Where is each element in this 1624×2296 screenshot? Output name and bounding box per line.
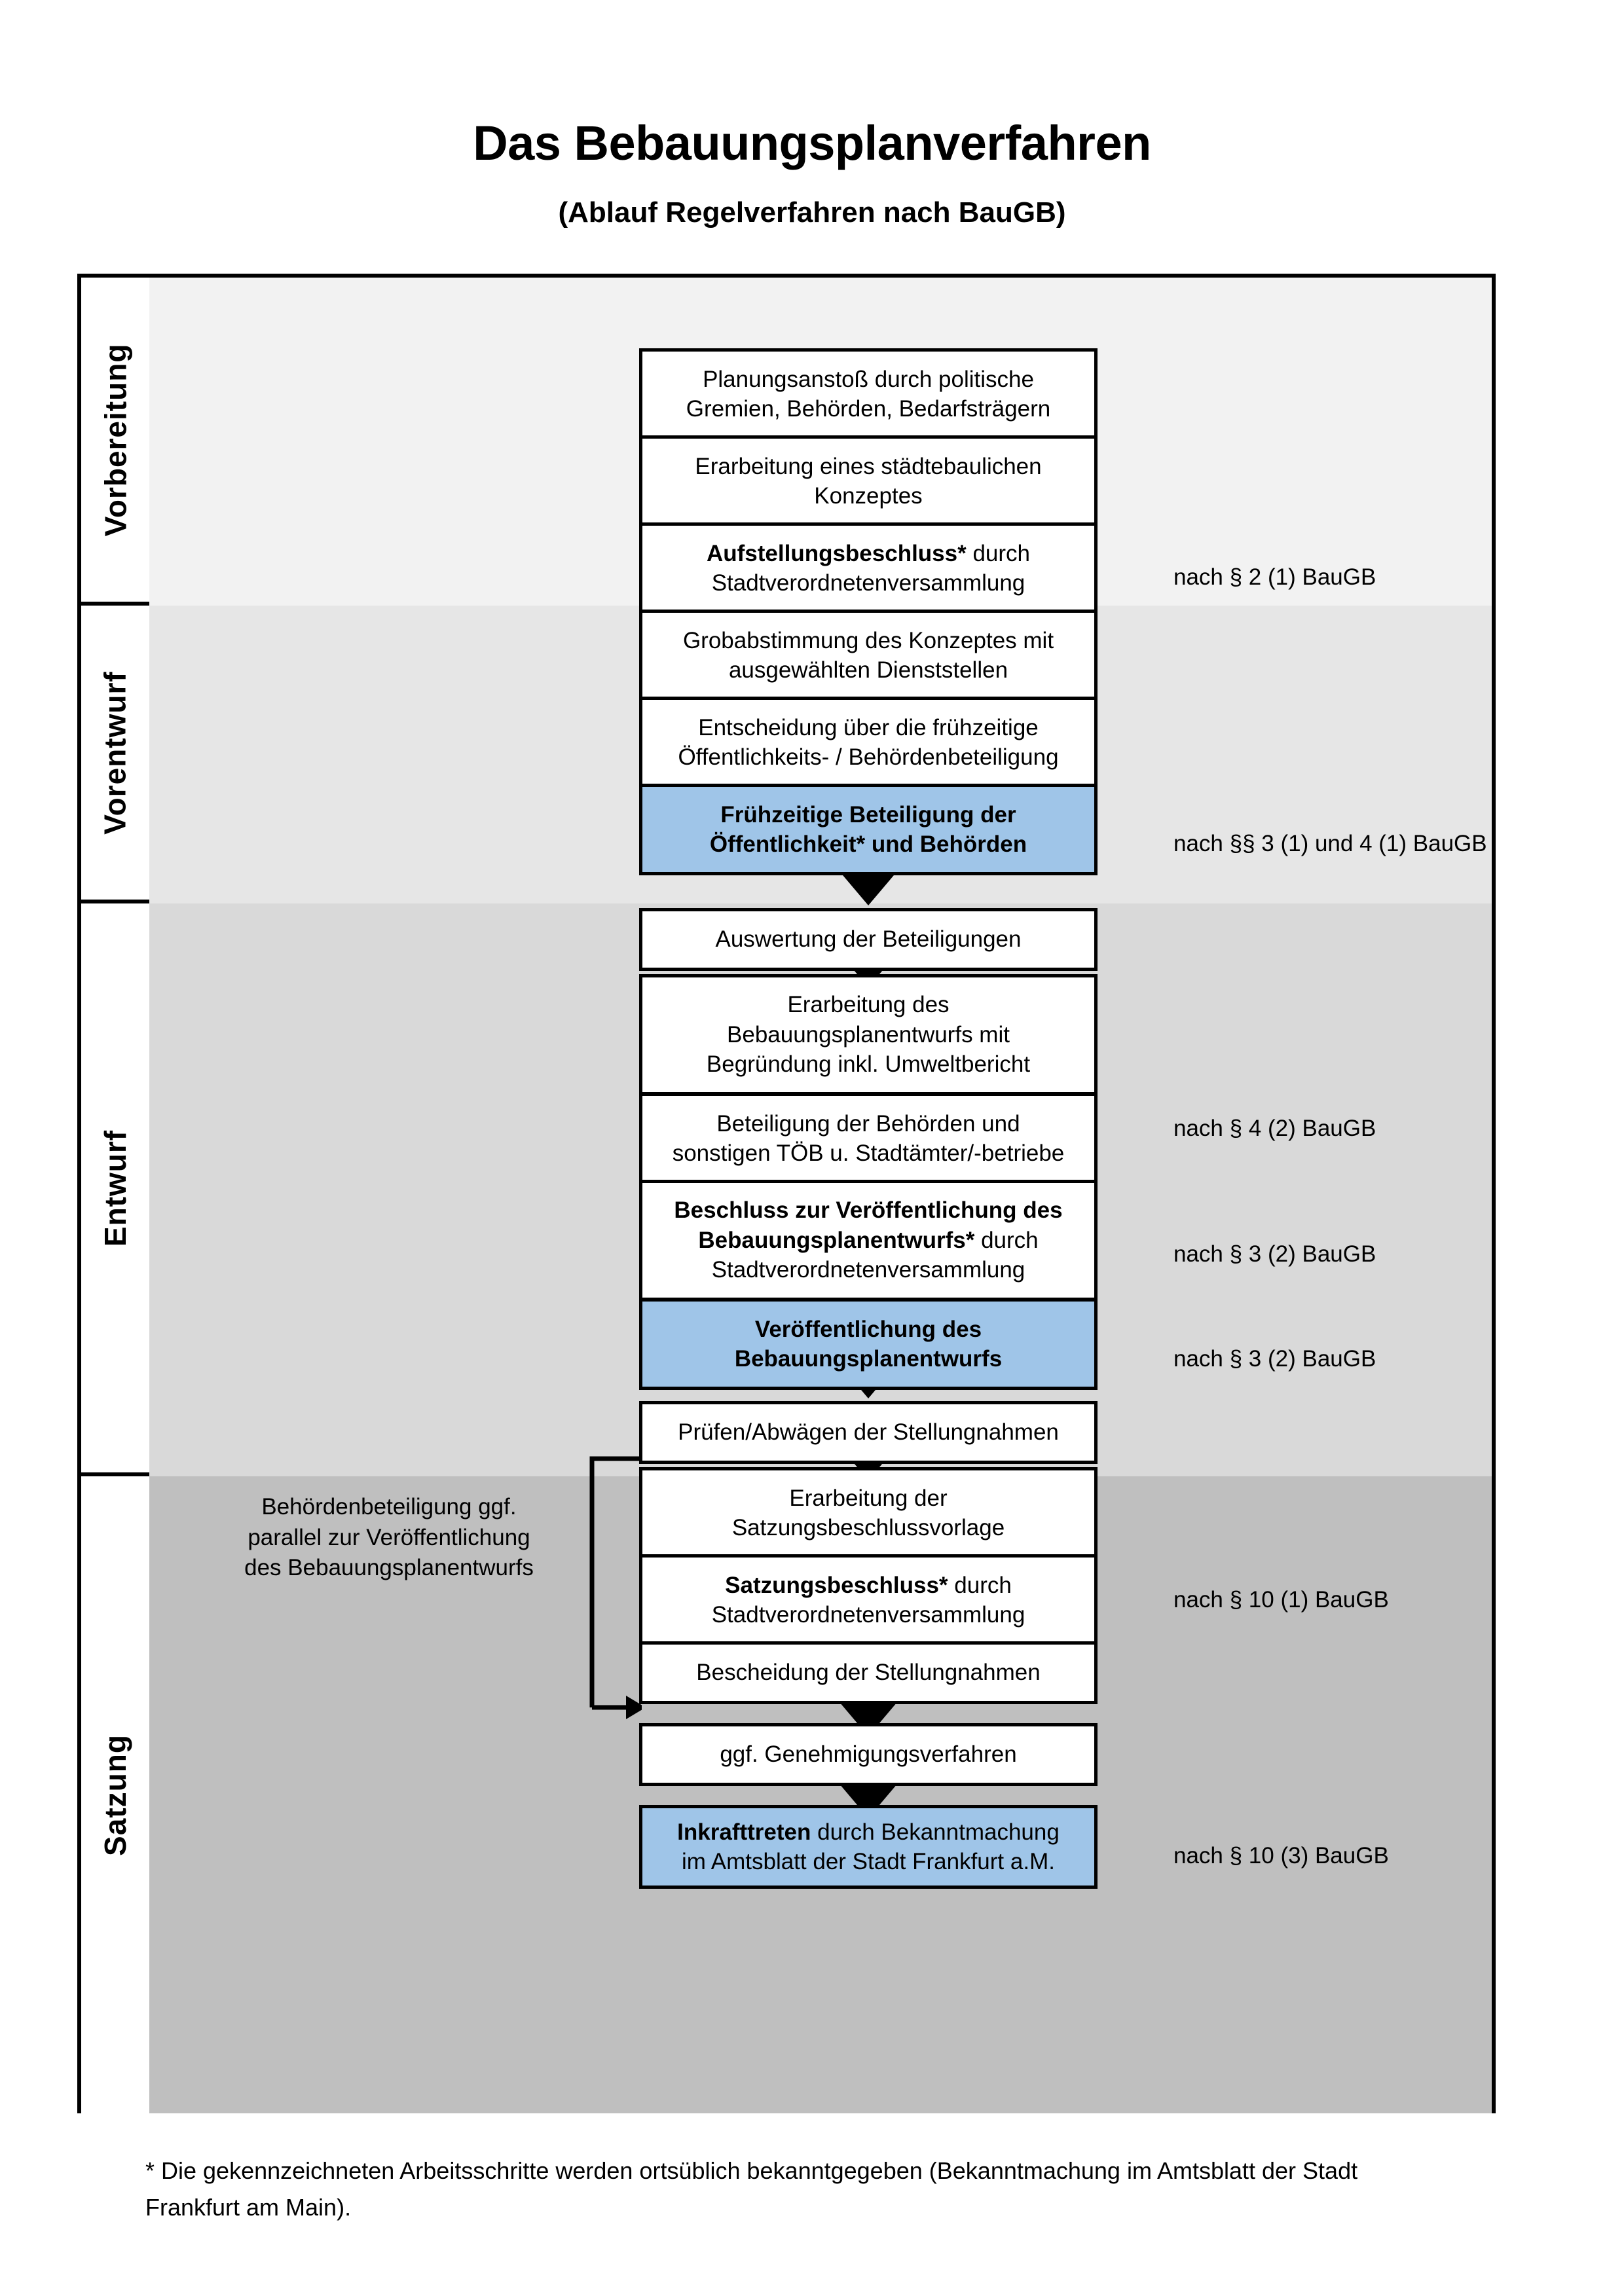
stage-label-vorbereitung: Vorbereitung [81, 278, 149, 606]
parallel-path-connector [589, 1456, 642, 1719]
stage-label-text: Entwurf [98, 1129, 133, 1247]
box-line: Frühzeitige Beteiligung der [710, 800, 1027, 830]
box-line: Bescheidung der Stellungnahmen [696, 1660, 1041, 1686]
footnote-line: Frankfurt am Main). [145, 2193, 352, 2221]
side-note-behoerdenbeteiligung: Behördenbeteiligung ggf. parallel zur Ve… [238, 1492, 540, 1584]
box-line: ggf. Genehmigungsverfahren [720, 1741, 1017, 1768]
stage-label-entwurf: Entwurf [81, 903, 149, 1476]
box-line-rest: durch [974, 1227, 1039, 1253]
process-box-genehmigungsverfahren[interactable]: ggf. Genehmigungsverfahren [639, 1723, 1098, 1786]
side-note-line: Behördenbeteiligung [261, 1494, 472, 1520]
process-box-planungsanstoss[interactable]: Planungsanstoß durch politische Gremien,… [639, 348, 1098, 440]
box-line: Begründung inkl. Umweltbericht [706, 1051, 1031, 1078]
process-box-erarbeitung-entwurf[interactable]: Erarbeitung des Bebauungsplanentwurfs mi… [639, 974, 1098, 1095]
side-note-line: Veröffentlichung des [244, 1524, 530, 1581]
box-line: ausgewählten Dienststellen [728, 657, 1008, 683]
process-box-inkrafttreten[interactable]: Inkrafttreten durch Bekanntmachung im Am… [639, 1805, 1098, 1889]
box-line: Aufstellungsbeschluss* durch [707, 539, 1030, 569]
stage-label-text: Vorbereitung [98, 343, 133, 536]
box-line: Beteiligung der Behörden und [716, 1110, 1020, 1137]
footnote: * Die gekennzeichneten Arbeitsschritte w… [145, 2153, 1494, 2226]
document-header: Das Bebauungsplanverfahren (Ablauf Regel… [0, 0, 1624, 229]
law-note-paragraph-10-1: nach § 10 (1) BauGB [1173, 1587, 1389, 1613]
stage-label-text: Satzung [98, 1734, 133, 1856]
stage-label-rail: Vorbereitung Vorentwurf Entwurf Satzung [81, 278, 149, 2113]
process-box-grobabstimmung[interactable]: Grobabstimmung des Konzeptes mit ausgewä… [639, 610, 1098, 701]
process-box-beteiligung-behoerden[interactable]: Beteiligung der Behörden und sonstigen T… [639, 1093, 1098, 1184]
box-line: Entscheidung über die frühzeitige [698, 714, 1039, 740]
box-line: Inkrafttreten durch Bekanntmachung [677, 1817, 1060, 1848]
flow-arrow-down [840, 871, 897, 905]
process-box-satzungsbeschluss[interactable]: Satzungsbeschluss* durch Stadtverordnete… [639, 1554, 1098, 1646]
box-line: Stadtverordnetenversammlung [711, 1257, 1025, 1283]
process-box-entscheidung-beteiligung[interactable]: Entscheidung über die frühzeitige Öffent… [639, 697, 1098, 788]
flowchart-frame: Vorbereitung Vorentwurf Entwurf Satzung … [77, 274, 1496, 2113]
process-box-erarbeitung-konzept[interactable]: Erarbeitung eines städtebaulichen Konzep… [639, 435, 1098, 527]
side-note-line: Bebauungsplanentwurfs [287, 1555, 534, 1581]
box-line: im Amtsblatt der Stadt Frankfurt a.M. [682, 1849, 1055, 1874]
box-line: Satzungsbeschluss* durch [712, 1571, 1025, 1601]
law-note-paragraph-4-2: nach § 4 (2) BauGB [1173, 1116, 1376, 1141]
process-box-erarbeitung-satzungsvorlage[interactable]: Erarbeitung der Satzungsbeschlussvorlage [639, 1467, 1098, 1559]
law-note-paragraph-3-2-veroeffentlichung: nach § 3 (2) BauGB [1173, 1346, 1376, 1372]
box-line: Erarbeitung eines städtebaulichen [695, 453, 1042, 479]
process-box-auswertung[interactable]: Auswertung der Beteiligungen [639, 908, 1098, 971]
page-title: Das Bebauungsplanverfahren [473, 116, 1151, 170]
box-line: Öffentlichkeits- / Behördenbeteiligung [678, 744, 1059, 770]
box-line: sonstigen TÖB u. Stadtämter/-betriebe [672, 1140, 1065, 1166]
box-line-bold: Öffentlichkeit* und Behörden [709, 831, 1027, 857]
process-box-veroeffentlichung[interactable]: Veröffentlichung des Bebauungsplanentwur… [639, 1298, 1098, 1390]
box-line: Satzungsbeschlussvorlage [731, 1515, 1005, 1540]
box-line: Grobabstimmung des Konzeptes mit [682, 627, 1054, 653]
law-note-paragraph-3-2-beschluss: nach § 3 (2) BauGB [1173, 1241, 1376, 1267]
box-line: Planungsanstoß durch politische [703, 366, 1034, 392]
page-subtitle: (Ablauf Regelverfahren nach BauGB) [558, 196, 1066, 229]
box-line: Auswertung der Beteiligungen [715, 926, 1022, 953]
box-line: Erarbeitung des [787, 992, 950, 1018]
box-line-bold: Aufstellungsbeschluss* [706, 540, 967, 566]
box-line: Bebauungsplanentwurfs* durch [674, 1226, 1062, 1256]
box-line: Stadtverordnetenversammlung [711, 1602, 1025, 1628]
box-line: Bebauungsplanentwurfs mit [727, 1021, 1010, 1048]
box-line-bold: Inkrafttreten [677, 1819, 811, 1845]
box-line: Gremien, Behörden, Bedarfsträgern [686, 396, 1051, 422]
process-box-bescheidung[interactable]: Bescheidung der Stellungnahmen [639, 1641, 1098, 1704]
footnote-line: * Die gekennzeichneten Arbeitsschritte w… [145, 2157, 1358, 2184]
law-note-paragraph-2-1: nach § 2 (1) BauGB [1173, 564, 1376, 590]
process-box-aufstellungsbeschluss[interactable]: Aufstellungsbeschluss* durch Stadtverord… [639, 522, 1098, 614]
box-line: Bebauungsplanentwurfs [735, 1344, 1002, 1374]
box-line-bold: Bebauungsplanentwurfs [734, 1346, 1003, 1372]
box-line-bold: Bebauungsplanentwurfs* [698, 1227, 975, 1253]
box-line: Stadtverordnetenversammlung [711, 570, 1025, 596]
box-line: Konzeptes [814, 483, 923, 509]
box-line: Veröffentlichung des [735, 1315, 1002, 1345]
process-box-pruefen-abwaegen[interactable]: Prüfen/Abwägen der Stellungnahmen [639, 1401, 1098, 1464]
box-line: Öffentlichkeit* und Behörden [710, 829, 1027, 860]
law-note-paragraph-3-1-4-1: nach §§ 3 (1) und 4 (1) BauGB [1173, 831, 1487, 856]
box-line-bold: Satzungsbeschluss* [725, 1572, 948, 1598]
process-box-fruehzeitige-beteiligung[interactable]: Frühzeitige Beteiligung der Öffentlichke… [639, 784, 1098, 875]
box-line-bold: Frühzeitige Beteiligung der [720, 801, 1016, 828]
side-note-line: ggf. parallel zur [248, 1494, 517, 1550]
box-line: Prüfen/Abwägen der Stellungnahmen [678, 1419, 1059, 1446]
box-line-rest: durch [966, 540, 1031, 566]
stage-label-vorentwurf: Vorentwurf [81, 606, 149, 903]
stage-label-text: Vorentwurf [98, 670, 132, 835]
process-box-beschluss-veroeffentlichung[interactable]: Beschluss zur Veröffentlichung des Bebau… [639, 1180, 1098, 1301]
box-line-bold: Beschluss zur Veröffentlichung des [674, 1197, 1063, 1224]
box-line: Beschluss zur Veröffentlichung des [674, 1195, 1062, 1226]
stage-label-satzung: Satzung [81, 1476, 149, 2113]
box-line-rest: durch Bekanntmachung [811, 1819, 1060, 1845]
box-line: Erarbeitung der [789, 1485, 948, 1511]
box-line-bold: Veröffentlichung des [754, 1316, 982, 1342]
box-line-rest: durch [948, 1572, 1012, 1598]
law-note-paragraph-10-3: nach § 10 (3) BauGB [1173, 1843, 1389, 1868]
